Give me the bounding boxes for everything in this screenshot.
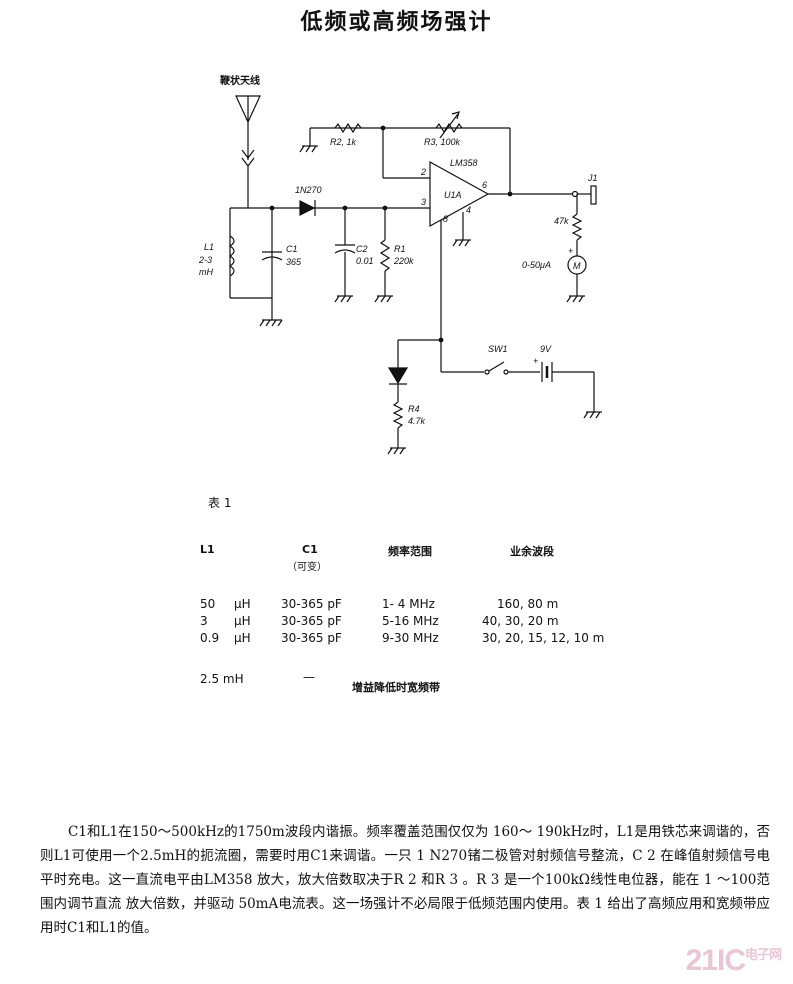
pin-6-label: 6 [482,180,487,190]
schematic-diagram: 鞭状天线 1N270 L1 2-3 mH C1 365 C2 0.01 R1 2… [198,74,602,455]
cell-freq: 9-30 MHz [382,631,439,645]
cell-freq: 1- 4 MHz [382,597,435,611]
r2-label: R2, 1k [330,137,357,147]
resistor-r2 [334,122,362,134]
table-header-c1-sub: （可变） [287,562,327,573]
cell-freq: 5-16 MHz [382,614,439,628]
l1-label: L1 [204,242,214,252]
cell-l-value: 3 [200,614,208,628]
cell-band: 30, 20, 15, 12, 10 m [482,631,605,645]
cell-l-unit: μH [234,597,251,611]
cell-l-value: 0.9 [200,631,220,645]
battery-plus: + [533,356,538,366]
diode-label: 1N270 [295,185,322,195]
opamp-lm358 [429,160,490,228]
resistor-r1 [379,239,391,272]
capacitor-c2 [334,244,356,254]
cell-c: 30-365 pF [281,614,342,628]
meter-label: 0-50μA [522,260,551,270]
l1-value: 2-3 [198,255,212,265]
meter-letter: M [573,261,581,271]
cell-l-value: 50 [200,597,216,611]
led-diode [387,367,409,385]
page-title: 低频或高频场强计 [300,10,493,35]
ground-symbol [259,298,283,327]
meter-plus: + [568,246,573,256]
watermark-main: 21IC [685,944,746,977]
r1-label: R1 [394,244,406,254]
opamp-unit-label: U1A [444,190,462,200]
c1-value: 365 [286,257,302,267]
r4-value: 4.7k [408,416,426,426]
cell-c: 30-365 pF [281,597,342,611]
sw1-label: SW1 [488,344,508,354]
cell-l-unit: μH [234,614,251,628]
j1-label: J1 [587,173,598,183]
antenna-label: 鞭状天线 [220,74,260,87]
pin-3-label: 3 [421,197,426,207]
table-header-freq: 频率范围 [388,545,432,558]
cell-l-unit: μH [234,631,251,645]
inductor-l1 [228,235,235,277]
pin-8-label: 8 [443,214,448,224]
c1-label: C1 [286,244,298,254]
resistor-r3 [435,122,463,134]
opamp-label: LM358 [450,158,478,168]
cell-c: 30-365 pF [281,631,342,645]
table-header-l1: L1 [200,543,215,556]
c2-value: 0.01 [356,256,374,266]
cell-l-value: 2.5 mH [200,672,244,686]
description-paragraph: C1和L1在150～500kHz的1750m波段内谐振。频率覆盖范围仅仅为 16… [40,824,770,936]
battery-label: 9V [540,344,552,354]
diode-1n270 [299,200,316,216]
table-header-band: 业余波段 [510,545,554,558]
capacitor-c1 [261,251,283,261]
cell-band: 160, 80 m [497,597,559,611]
pin-2-label: 2 [420,167,426,177]
r4-label: R4 [408,404,420,414]
antenna-symbol [235,95,261,208]
r47k-label: 47k [554,216,569,226]
l1-unit: mH [199,267,213,277]
switch-sw1 [488,361,505,372]
pin-4-label: 4 [466,205,471,215]
resistor-r4 [392,401,404,429]
table-header-c1: C1 [302,543,318,556]
cell-note: 增益降低时宽频带 [352,681,440,694]
cell-c: — [303,670,315,684]
battery-9v [541,362,553,382]
cell-band: 40, 30, 20 m [482,614,559,628]
table-caption: 表 1 [208,496,232,510]
watermark-logo: 21IC电子网 [685,944,782,978]
c2-label: C2 [356,244,368,254]
resistor-47k [571,213,583,241]
r3-label: R3, 100k [424,137,461,147]
r1-value: 220k [393,256,414,266]
watermark-sub: 电子网 [744,947,782,962]
